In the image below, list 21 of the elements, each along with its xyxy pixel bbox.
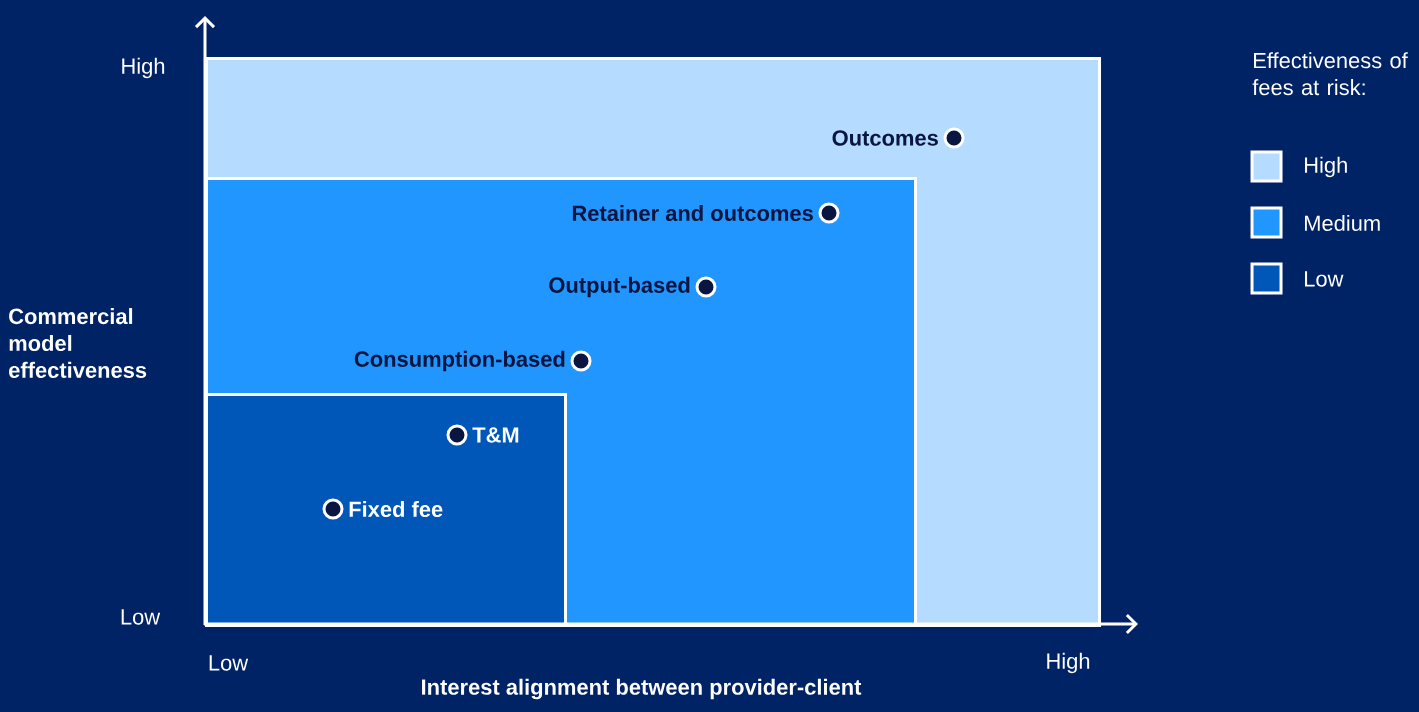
axis-tick-label: High xyxy=(122,57,165,79)
node-label: Retainer and outcomes xyxy=(572,204,813,222)
node-label: Outcomes xyxy=(832,130,938,146)
axis-tick-label: Low xyxy=(121,609,161,625)
axis-tick-label: Low xyxy=(209,655,249,671)
node-label: Fixed fee xyxy=(349,500,443,518)
data-point: Fixed fee xyxy=(322,498,443,520)
data-point: Output-based xyxy=(549,276,717,298)
node-label: T&M xyxy=(472,427,519,443)
axis-title: Commercial model effectiveness xyxy=(9,308,147,378)
data-point: T&M xyxy=(446,424,519,446)
node-label: Output-based xyxy=(549,276,690,298)
data-point: Retainer and outcomes xyxy=(572,202,840,224)
axis-tick-label: High xyxy=(1047,652,1090,674)
data-point: Consumption-based xyxy=(354,350,592,372)
data-point: Outcomes xyxy=(832,127,965,149)
legend-label: Low xyxy=(1305,271,1344,287)
legend-title: Effectiveness of fees at risk: xyxy=(1252,52,1408,96)
legend-label: High xyxy=(1305,156,1347,178)
legend-label: Medium xyxy=(1305,214,1380,232)
axis-title: Interest alignment between provider-client xyxy=(422,678,862,700)
